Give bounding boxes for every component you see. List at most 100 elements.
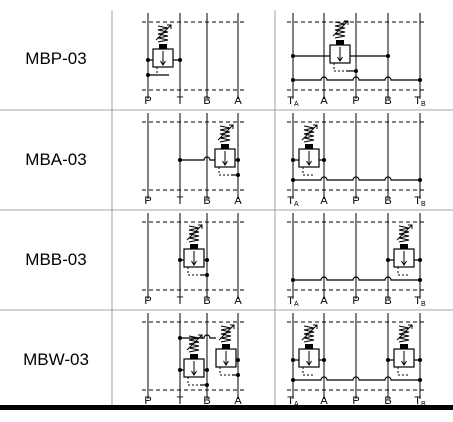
adjust-arrow [301,324,318,341]
junction-dot [291,358,295,362]
port-label-b: B [203,95,210,107]
port-label-a: A [234,395,242,407]
adjust-arrow [186,224,203,241]
port-label-a: A [234,195,242,207]
spring-seat [190,244,198,249]
connection-line [180,156,215,161]
flow-arrow [223,360,229,366]
junction-dot [386,358,390,362]
connection-line [293,76,420,81]
port-label-p: P [352,195,359,207]
junction-dot [236,158,240,162]
pilot-line [302,367,315,376]
junction-dot [418,258,422,262]
port-label-b: B [203,295,210,307]
pilot-line [187,267,200,276]
flow-arrow [401,260,407,266]
port-label-t: T [177,195,184,207]
port-label-t: T [177,395,184,407]
arrow-head [229,124,234,129]
port-label-p: P [352,395,359,407]
arrow-head [313,124,318,129]
junction-dot [178,58,182,62]
spring-seat [305,344,313,349]
flow-arrow [306,160,312,166]
port-label-p: P [144,295,151,307]
flow-arrow [401,360,407,366]
pilot-line [397,267,410,276]
flow-arrow [191,370,197,376]
port-label-t: T [177,295,184,307]
port-label-a: A [320,95,328,107]
pilot-line [302,167,315,176]
pilot-line [219,367,232,376]
junction-dot [418,278,422,282]
arrow-head [344,20,349,25]
connection-line [293,176,420,181]
adjust-arrow [217,124,234,141]
port-label-ta: TA [287,295,299,308]
junction-dot [205,273,209,277]
arrow-head [408,324,413,329]
pilot-line [333,63,346,72]
junction-dot [146,58,150,62]
junction-dot [236,173,240,177]
port-label-p: P [352,295,359,307]
spring-seat [190,354,198,359]
junction-dot [291,178,295,182]
junction-dot [178,368,182,372]
junction-dot [418,78,422,82]
model-label-mbp-03: MBP-03 [25,49,87,68]
port-label-tb: TB [414,95,426,108]
port-label-a: A [320,395,328,407]
port-label-a: A [320,295,328,307]
junction-dot [418,178,422,182]
port-label-b: B [384,195,391,207]
port-label-a: A [234,295,242,307]
spring-seat [222,344,230,349]
spring-symbol [220,325,232,343]
junction-dot [291,158,295,162]
spring-seat [221,144,229,149]
junction-dot [178,258,182,262]
junction-dot [386,54,390,58]
junction-dot [386,258,390,262]
arrow-head [167,24,172,29]
spring-symbol [303,125,315,143]
junction-dot [354,69,358,73]
port-label-b: B [203,195,210,207]
flow-arrow [222,160,228,166]
port-label-b: B [384,295,391,307]
connection-line [180,334,216,339]
junction-dot [418,378,422,382]
port-label-b: B [384,395,391,407]
port-label-a: A [234,95,242,107]
right-circuit-2: TA A P B TB [287,213,426,308]
junction-dot [146,73,150,77]
connection-line [293,276,420,281]
port-label-tb: TB [414,295,426,308]
junction-dot [291,78,295,82]
junction-dot [236,373,240,377]
model-label-mbw-03: MBW-03 [23,350,89,369]
arrow-head [198,224,203,229]
port-label-p: P [144,395,151,407]
port-label-a: A [320,195,328,207]
port-label-ta: TA [287,195,299,208]
adjust-arrow [155,24,172,41]
junction-dot [205,368,209,372]
port-label-t: T [177,95,184,107]
table-bottom-rule [0,405,453,410]
spring-symbol [334,21,346,39]
spring-symbol [303,325,315,343]
arrow-head [408,224,413,229]
adjust-arrow [396,224,413,241]
junction-dot [178,158,182,162]
junction-dot [178,336,182,340]
